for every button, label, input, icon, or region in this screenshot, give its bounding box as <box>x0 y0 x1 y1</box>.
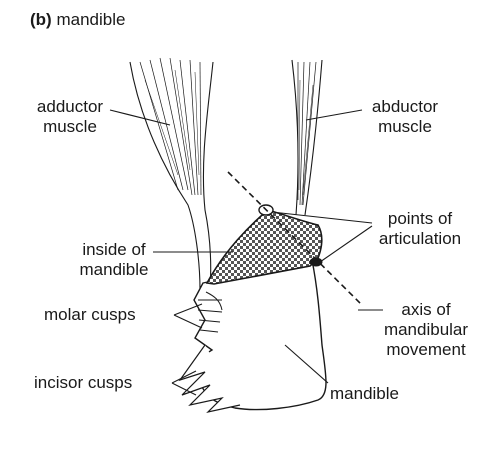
leader-adductor <box>109 109 171 126</box>
label-abductor-muscle: abductor muscle <box>362 97 448 137</box>
label-adductor-line1: adductor <box>36 97 104 116</box>
label-axis-line3: movement <box>386 340 466 359</box>
label-axis-of-mandibular-movement: axis of mandibular movement <box>376 300 476 360</box>
leader-mandible <box>284 344 329 384</box>
label-points-of-articulation: points of articulation <box>371 209 469 249</box>
label-abductor-line1: abductor <box>371 97 439 116</box>
label-abductor-line2: muscle <box>378 117 432 136</box>
label-inside-line1: inside of <box>82 240 146 259</box>
label-adductor-muscle: adductor muscle <box>27 97 113 137</box>
incisor-cusps-shape <box>178 344 241 414</box>
axis-dashed-line <box>227 171 363 306</box>
label-molar-cusps: molar cusps <box>44 305 136 324</box>
leader-molar-2 <box>173 314 203 329</box>
label-incisor-cusps: incisor cusps <box>34 373 133 392</box>
leader-points-1 <box>271 211 373 224</box>
label-mandible: mandible <box>330 384 399 403</box>
leader-points-2 <box>319 225 373 263</box>
leader-molar-1 <box>173 303 203 316</box>
label-axis-line1: axis of <box>401 300 451 319</box>
panel-letter: (b) <box>30 10 52 29</box>
label-inside-of-mandible: inside of mandible <box>73 240 155 280</box>
leader-abductor <box>305 109 363 121</box>
leader-incisor-1 <box>171 370 197 384</box>
figure-title: (b) mandible <box>30 10 125 30</box>
leader-incisor-2 <box>171 382 197 396</box>
molar-cusps-ridges <box>197 291 223 333</box>
label-axis-line2: mandibular <box>383 320 469 339</box>
label-adductor-line2: muscle <box>43 117 97 136</box>
label-points-line2: articulation <box>378 229 462 248</box>
abductor-muscle <box>291 59 323 216</box>
label-inside-line2: mandible <box>79 260 149 279</box>
leader-lines <box>109 109 383 396</box>
panel-title: mandible <box>56 10 126 29</box>
label-points-line1: points of <box>387 209 453 228</box>
lower-articulation-point <box>309 257 323 267</box>
adductor-muscle <box>129 57 214 291</box>
